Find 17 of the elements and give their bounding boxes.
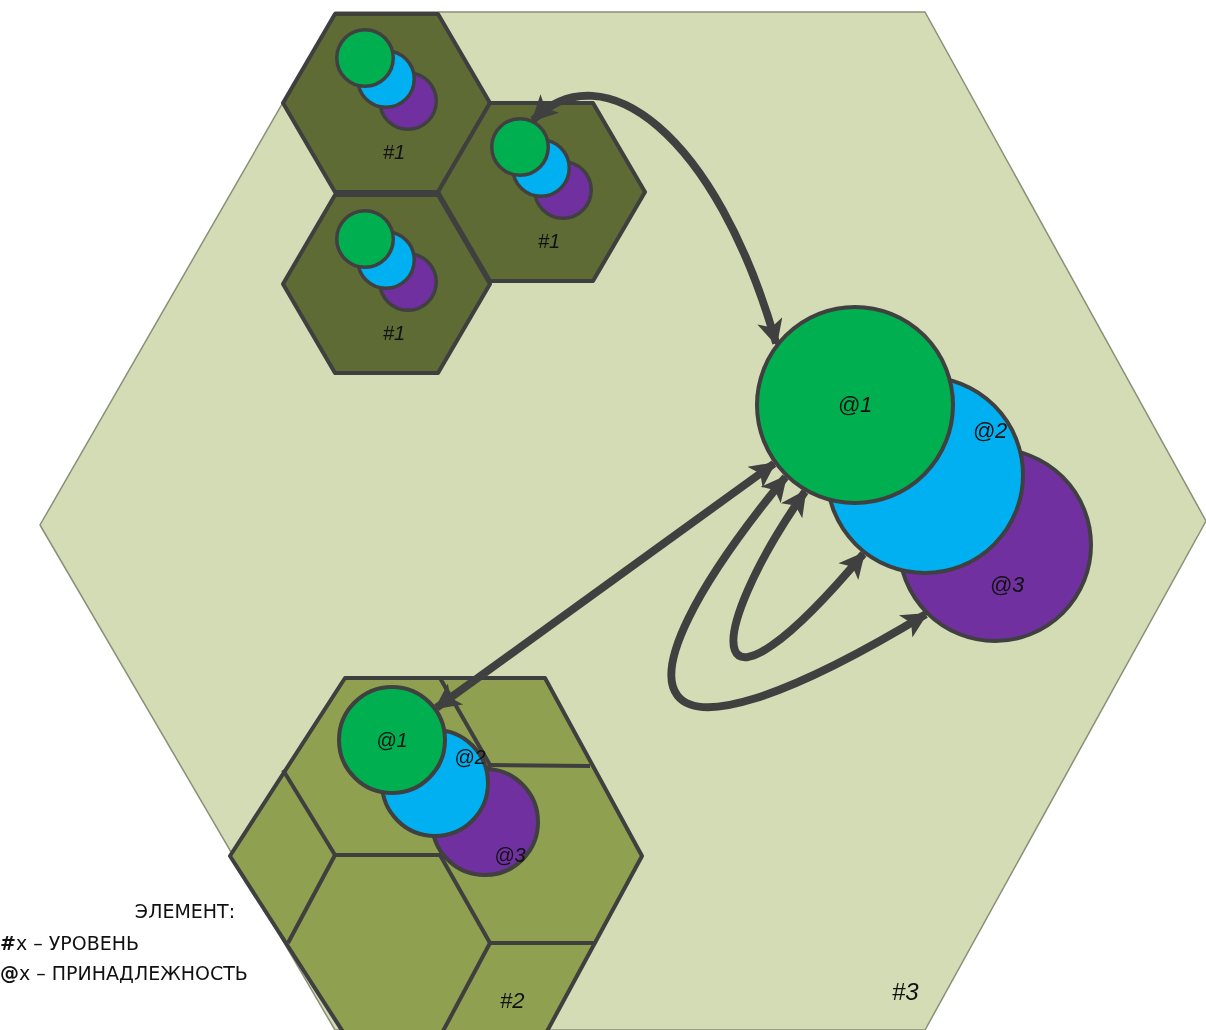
- level-label: #1: [383, 323, 406, 343]
- legend-entry: @x – ПРИНАДЛЕЖНОСТЬ: [0, 962, 248, 985]
- double-arrow: [667, 474, 928, 711]
- double-arrow: [729, 489, 867, 661]
- membership-label: @1: [376, 730, 408, 750]
- membership-label: @2: [972, 420, 1008, 442]
- level-label: #1: [383, 142, 406, 162]
- level-label: #2: [500, 990, 525, 1012]
- legend-heading: ЭЛЕМЕНТ:: [133, 900, 237, 923]
- membership-label: @1: [837, 394, 873, 416]
- level-label: #3: [892, 980, 919, 1004]
- double-arrow: [434, 460, 777, 711]
- legend-entry: #x – УРОВЕНЬ: [0, 932, 140, 955]
- double-arrow: [530, 91, 782, 346]
- membership-label: @3: [989, 574, 1025, 596]
- level-label: #1: [538, 231, 561, 251]
- membership-label: @3: [494, 845, 526, 865]
